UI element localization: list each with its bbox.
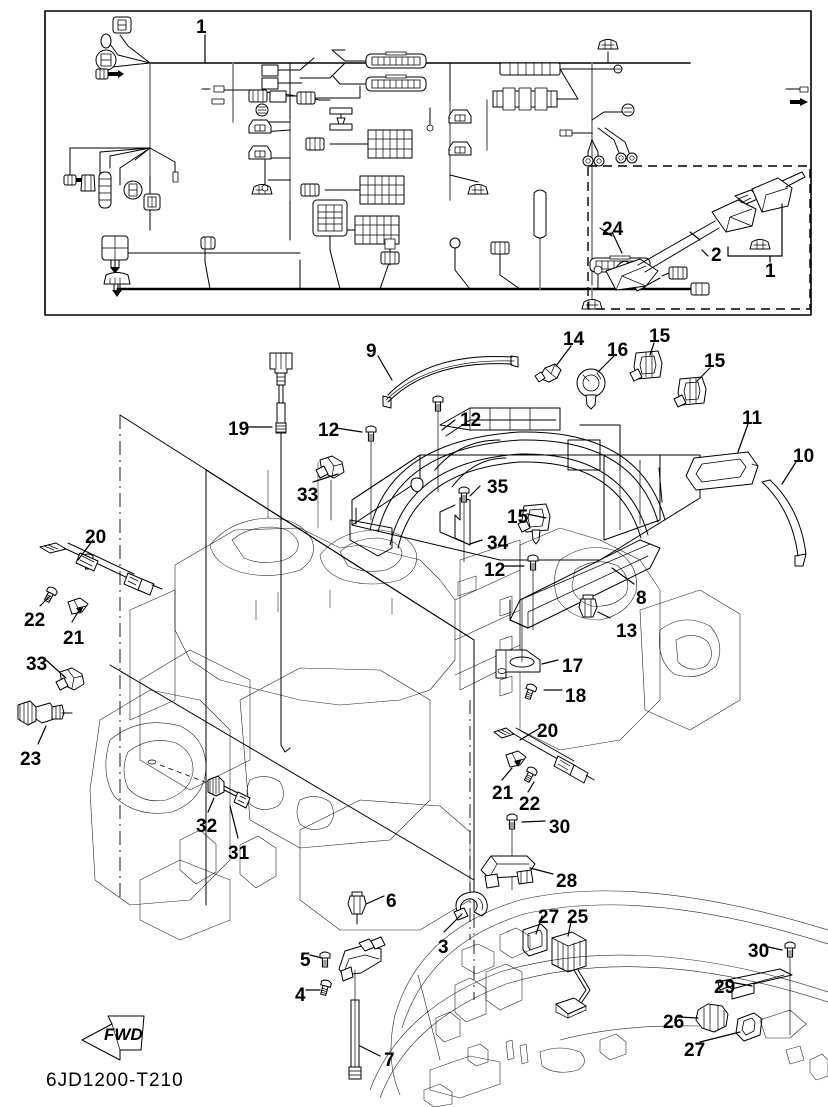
- callout-number: 8: [636, 588, 647, 609]
- callout-number: 31: [228, 843, 250, 864]
- fwd-arrow-marker: [81, 1015, 145, 1061]
- callout-number: 12: [484, 560, 506, 581]
- bracket-assembly-group: [82, 350, 807, 631]
- callout-number: 23: [20, 749, 42, 770]
- callout-number: 1: [765, 261, 776, 282]
- callout-number: 16: [607, 340, 629, 361]
- callout-number: 27: [684, 1040, 706, 1061]
- callout-number: 29: [714, 977, 736, 998]
- callout-number: 34: [487, 533, 509, 554]
- callout-number: 33: [26, 654, 48, 675]
- diagram-part-code: 6JD1200-T210: [46, 1070, 184, 1091]
- callout-number: 15: [649, 326, 671, 347]
- callout-number: 12: [318, 420, 340, 441]
- callout-number: 5: [300, 950, 311, 971]
- callout-number: 21: [492, 783, 514, 804]
- inset-detail-box: [587, 165, 811, 310]
- callout-number: 30: [748, 941, 770, 962]
- callout-number: 11: [742, 408, 763, 429]
- callout-number: 24: [602, 219, 624, 240]
- callout-number: 15: [704, 351, 726, 372]
- callout-number: 20: [537, 721, 559, 742]
- callout-number: 22: [519, 794, 541, 815]
- callout-number: 13: [616, 621, 638, 642]
- callout-number: 32: [196, 816, 218, 837]
- fwd-label: FWD: [104, 1025, 143, 1044]
- callout-number: 14: [563, 329, 585, 350]
- callout-number: 25: [567, 907, 589, 928]
- left-parts-group: [17, 352, 345, 809]
- callout-number: 30: [549, 817, 571, 838]
- harness-panel-group: [44, 10, 812, 316]
- callout-number: 19: [228, 419, 250, 440]
- callout-number: 27: [538, 907, 560, 928]
- callout-number: 33: [297, 485, 319, 506]
- callout-number: 1: [196, 17, 207, 38]
- callout-number: 3: [438, 937, 449, 958]
- callout-number: 10: [793, 446, 815, 467]
- callout-number: 28: [556, 871, 578, 892]
- callout-number: 35: [487, 477, 509, 498]
- callout-number: 15: [507, 507, 529, 528]
- callout-number: 6: [386, 891, 397, 912]
- cowling-ghost: [369, 890, 828, 1107]
- callout-number: 20: [85, 527, 107, 548]
- callout-number: 2: [711, 245, 722, 266]
- callout-number: 21: [63, 628, 85, 649]
- callout-number: 4: [295, 985, 306, 1006]
- engine-block-ghost: [89, 414, 741, 1000]
- callout-number: 9: [366, 341, 377, 362]
- callout-number: 22: [24, 610, 46, 631]
- callout-number: 12: [460, 410, 482, 431]
- leader-lines: [37, 34, 797, 1057]
- right-parts-group: [317, 599, 796, 1080]
- callout-number: 7: [384, 1050, 395, 1071]
- callout-number: 17: [562, 656, 584, 677]
- callout-number: 18: [565, 686, 587, 707]
- callout-number: 26: [663, 1012, 685, 1033]
